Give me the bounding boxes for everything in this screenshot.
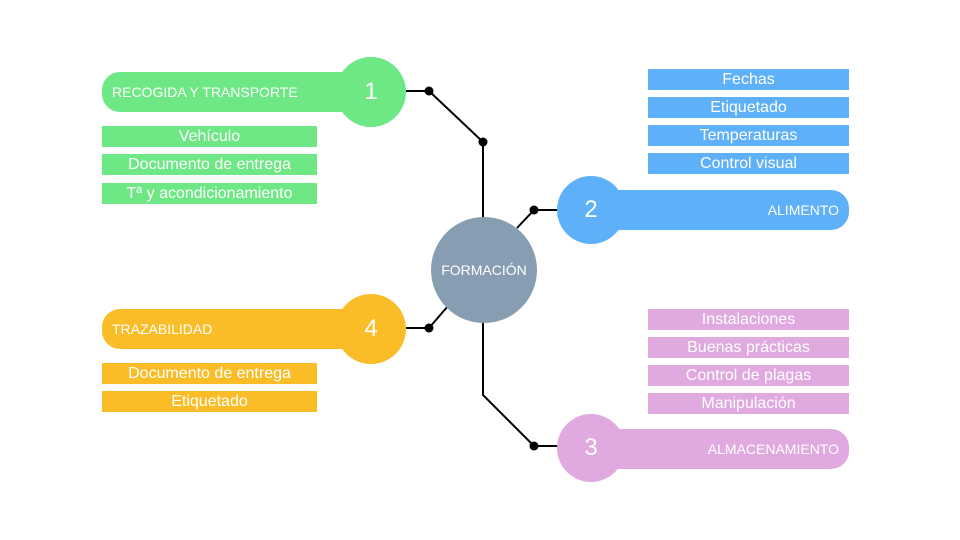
- branch-4-title-bar: TRAZABILIDAD: [102, 309, 372, 349]
- connector-1: [406, 90, 484, 220]
- branch-1-title-bar: RECOGIDA Y TRANSPORTE: [102, 72, 372, 112]
- branch-3-number-circle: 3: [557, 414, 625, 482]
- branch-title: ALIMENTO: [767, 202, 839, 218]
- list-item: Control de plagas: [648, 365, 849, 386]
- branch-2-title-bar: ALIMENTO: [592, 190, 849, 230]
- branch-3-title-bar: ALMACENAMIENTO: [592, 429, 849, 469]
- connector-dot: [424, 323, 434, 333]
- list-item: Manipulación: [648, 393, 849, 414]
- branch-title: ALMACENAMIENTO: [707, 441, 839, 457]
- connector-dot: [478, 137, 488, 147]
- list-item: Temperaturas: [648, 125, 849, 146]
- branch-number: 1: [364, 78, 378, 105]
- branch-title: TRAZABILIDAD: [112, 321, 213, 337]
- list-item: Control visual: [648, 153, 849, 174]
- list-item: Documento de entrega: [102, 363, 317, 384]
- list-item: Instalaciones: [648, 309, 849, 330]
- connector-dot: [529, 205, 539, 215]
- center-node: FORMACIÓN: [431, 217, 537, 323]
- list-item: Fechas: [648, 69, 849, 90]
- branch-2-number-circle: 2: [557, 176, 625, 244]
- connector-3: [482, 320, 560, 447]
- branch-number: 3: [584, 434, 598, 461]
- branch-1-number-circle: 1: [336, 57, 406, 127]
- list-item: Etiquetado: [102, 391, 317, 412]
- connector-dot: [424, 86, 434, 96]
- connector-2: [516, 209, 560, 229]
- branch-title: RECOGIDA Y TRANSPORTE: [112, 84, 298, 100]
- branch-number: 2: [584, 196, 598, 223]
- list-item: Documento de entrega: [102, 154, 317, 175]
- list-item: Buenas prácticas: [648, 337, 849, 358]
- list-item: Tª y acondicionamiento: [102, 183, 317, 204]
- connector-dot: [529, 441, 539, 451]
- branch-4-number-circle: 4: [336, 294, 406, 364]
- list-item: Etiquetado: [648, 97, 849, 118]
- center-label: FORMACIÓN: [441, 262, 527, 278]
- branch-number: 4: [364, 315, 378, 342]
- list-item: Vehículo: [102, 126, 317, 147]
